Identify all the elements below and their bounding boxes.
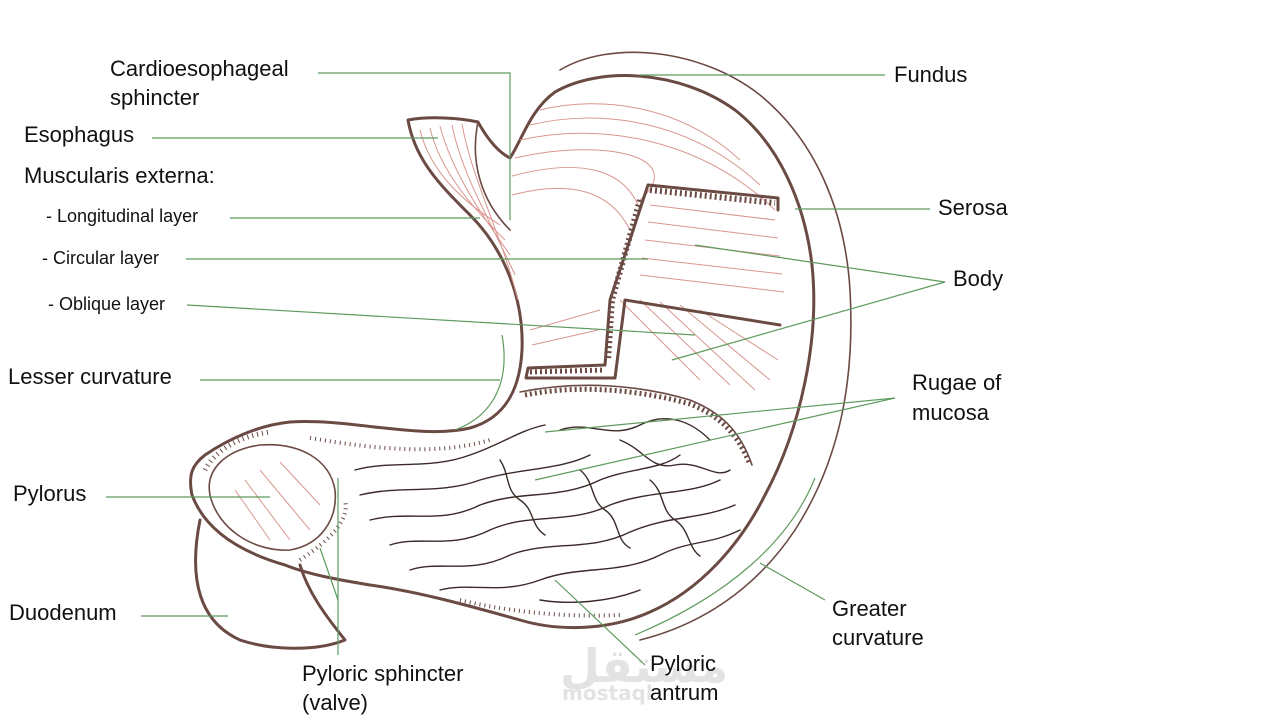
pylorus-fibres [234, 461, 321, 541]
label-greater-curvature-2: curvature [832, 625, 924, 650]
label-lesser-curvature: Lesser curvature [8, 364, 172, 389]
leader-lines [106, 72, 946, 666]
labels: Fundus Cardioesophageal sphincter Esopha… [8, 56, 1008, 715]
stomach-outline [189, 74, 816, 630]
label-muscularis-externa: Muscularis externa: [24, 163, 215, 188]
muscle-fibres [419, 103, 785, 391]
label-body: Body [953, 266, 1003, 291]
leader-body-2 [671, 281, 946, 361]
leader-cardio [318, 72, 511, 220]
lesser-curvature-arc [454, 334, 505, 431]
leader-antrum [554, 579, 646, 666]
label-esophagus: Esophagus [24, 122, 134, 147]
leader-greater [759, 562, 826, 601]
label-pylorus: Pylorus [13, 481, 86, 506]
rugae-folds [354, 418, 741, 603]
serosa-outline [559, 51, 852, 641]
esophagus-inner-edge [474, 121, 511, 231]
watermark-arabic: مستقل [560, 639, 728, 693]
greater-curvature-arc [634, 477, 816, 636]
label-rugae-2: mucosa [912, 400, 990, 425]
leader-sphincter-2 [319, 547, 339, 601]
label-pyloric-sphincter-2: (valve) [302, 690, 368, 715]
body-window-edge [524, 183, 782, 380]
leader-body-1 [694, 244, 946, 283]
label-cardioesophageal-2: sphincter [110, 85, 199, 110]
label-serosa: Serosa [938, 195, 1008, 220]
label-pyloric-antrum-2: antrum [650, 680, 718, 705]
duodenum-shape [194, 518, 347, 650]
watermark-latin: mostaql [562, 681, 653, 705]
label-duodenum: Duodenum [9, 600, 117, 625]
label-fundus: Fundus [894, 62, 967, 87]
mucosa-layer-edge [519, 384, 753, 466]
leader-rugae-1 [544, 397, 896, 433]
label-rugae: Rugae of [912, 370, 1002, 395]
label-pyloric-antrum: Pyloric [650, 651, 716, 676]
watermark: مستقل mostaql [560, 639, 728, 705]
label-longitudinal-layer: - Longitudinal layer [46, 206, 198, 226]
leader-rugae-2 [534, 397, 896, 481]
stomach-illustration [189, 51, 852, 650]
label-pyloric-sphincter: Pyloric sphincter [302, 661, 463, 686]
label-cardioesophageal: Cardioesophageal [110, 56, 289, 81]
label-circular-layer: - Circular layer [42, 248, 159, 268]
label-oblique-layer: - Oblique layer [48, 294, 165, 314]
dotted-bands [202, 187, 776, 618]
label-greater-curvature: Greater [832, 596, 907, 621]
leader-oblique [186, 304, 696, 336]
pylorus-inner [208, 443, 337, 551]
